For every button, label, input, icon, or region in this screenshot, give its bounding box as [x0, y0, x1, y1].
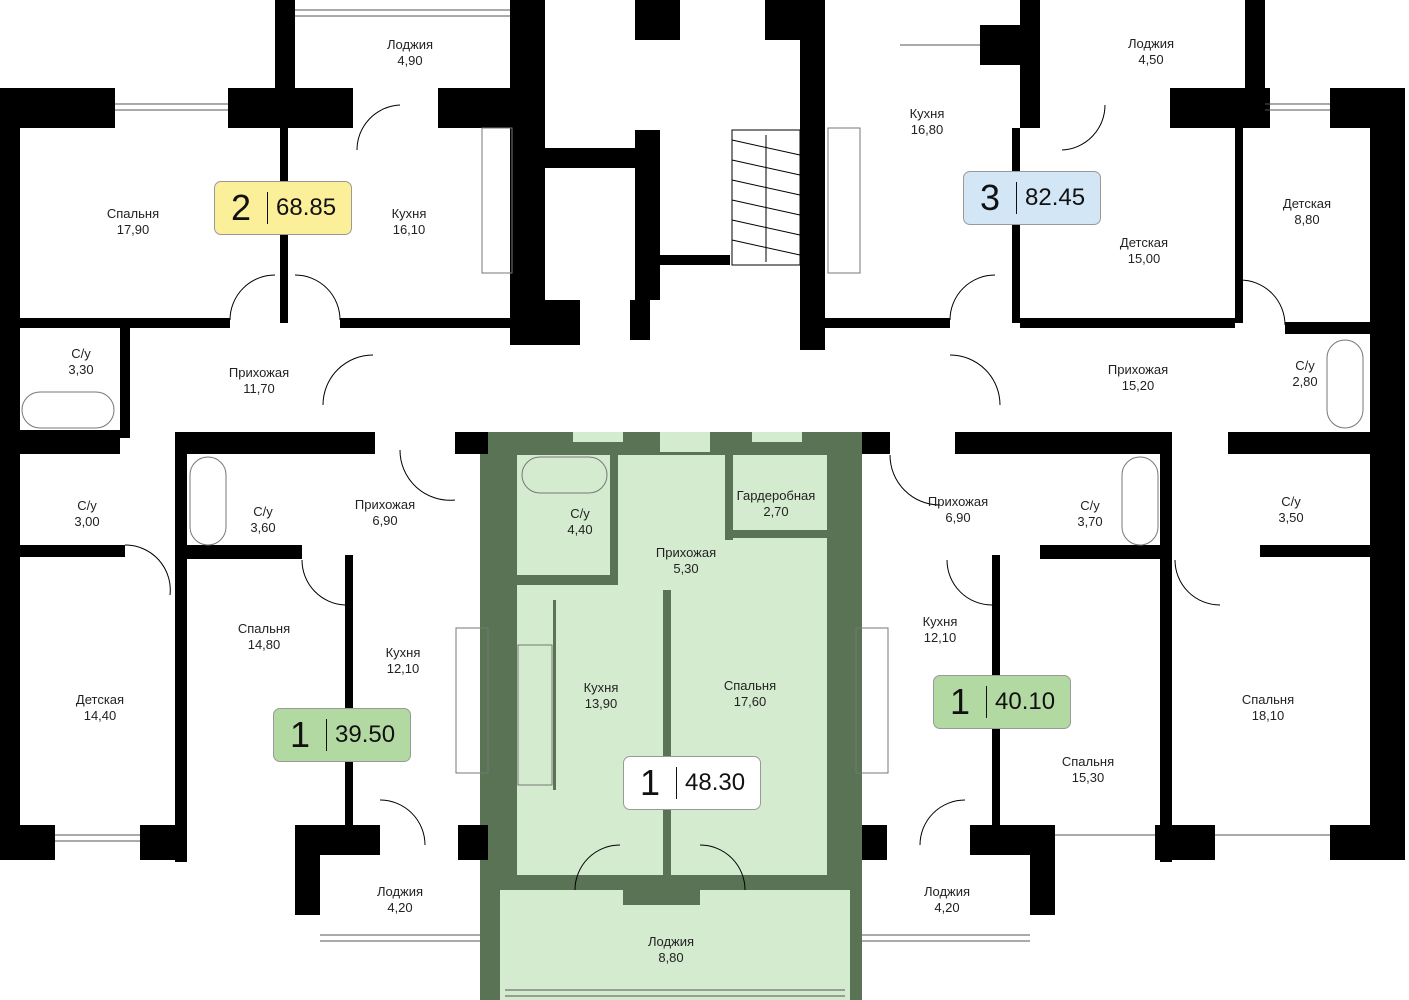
room-bedroom: Спальня18,10 [1241, 692, 1295, 723]
room-bedroom: Спальня15,30 [1061, 754, 1115, 785]
room-kids: Детская8,80 [1282, 196, 1332, 227]
room-kitchen: Кухня16,10 [391, 206, 427, 237]
room-bathroom: С/у3,70 [1077, 498, 1103, 529]
room-bathroom: С/у3,60 [250, 504, 276, 535]
room-bathroom: С/у4,40 [567, 506, 593, 537]
room-kids: Детская15,00 [1119, 235, 1169, 266]
apartment-badge-selected[interactable]: 148.30 [623, 756, 761, 810]
room-bathroom: С/у3,00 [74, 498, 100, 529]
apartment-badge-1room[interactable]: 140.10 [933, 675, 1071, 729]
apartment-badge-2room[interactable]: 268.85 [214, 181, 352, 235]
room-bedroom: Спальня14,80 [237, 621, 291, 652]
room-loggia: Лоджия4,20 [923, 884, 971, 915]
room-bedroom: Спальня17,90 [106, 206, 160, 237]
room-kids: Детская14,40 [75, 692, 125, 723]
room-hallway: Прихожая15,20 [1107, 362, 1169, 393]
room-loggia: Лоджия4,50 [1127, 36, 1175, 67]
room-bathroom: С/у3,30 [68, 346, 94, 377]
room-bedroom: Спальня17,60 [723, 678, 777, 709]
room-kitchen: Кухня16,80 [909, 106, 945, 137]
room-loggia: Лоджия8,80 [647, 934, 695, 965]
room-bathroom: С/у2,80 [1292, 358, 1318, 389]
room-hallway: Прихожая11,70 [228, 365, 290, 396]
room-loggia: Лоджия4,90 [386, 37, 434, 68]
room-hallway: Прихожая6,90 [927, 494, 989, 525]
room-kitchen: Кухня12,10 [922, 614, 958, 645]
apartment-badge-3room[interactable]: 382.45 [963, 171, 1101, 225]
room-kitchen: Кухня13,90 [583, 680, 619, 711]
room-bathroom: С/у3,50 [1278, 494, 1304, 525]
room-hallway: Прихожая6,90 [354, 497, 416, 528]
apartment-badge-1room[interactable]: 139.50 [273, 708, 411, 762]
room-kitchen: Кухня12,10 [385, 645, 421, 676]
room-wardrobe: Гардеробная2,70 [736, 488, 816, 519]
room-hallway: Прихожая5,30 [655, 545, 717, 576]
room-loggia: Лоджия4,20 [376, 884, 424, 915]
